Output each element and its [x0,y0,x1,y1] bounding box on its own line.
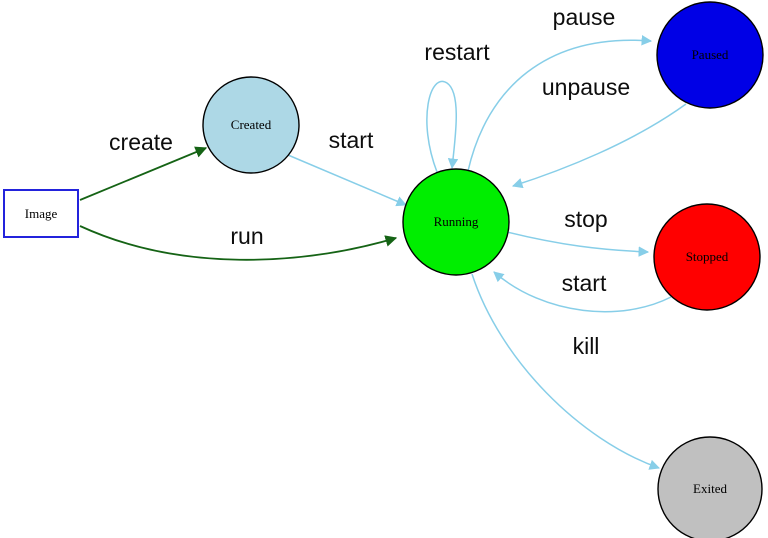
node-stopped[interactable]: Stopped [653,203,761,311]
edge-label-unpause: unpause [542,74,630,100]
node-exited-label: Exited [693,481,727,496]
node-image-label: Image [25,206,58,221]
node-stopped-shape [653,203,761,311]
node-running[interactable]: Running [402,168,510,276]
edge-start-stopped[interactable] [493,271,672,313]
edge-run[interactable] [79,225,398,261]
node-paused-label: Paused [692,47,729,62]
node-created[interactable]: Created [202,76,300,174]
node-created-label: Created [231,117,272,132]
edge-pause[interactable] [467,35,653,172]
edge-label-restart: restart [424,39,490,65]
edge-restart[interactable] [426,80,459,173]
node-created-shape [202,76,300,174]
node-exited-shape [657,436,763,538]
edge-kill[interactable] [471,273,660,470]
node-stopped-label: Stopped [686,249,729,264]
node-image-shape [3,189,79,238]
edges-layer [79,35,687,470]
node-exited[interactable]: Exited [657,436,763,538]
edge-stop[interactable] [506,231,650,257]
edge-label-start-stopped: start [562,270,607,296]
node-image[interactable]: Image [3,189,79,238]
edge-start-created[interactable] [287,154,407,207]
edge-label-stop: stop [564,206,607,232]
edge-label-start-created: start [329,127,374,153]
node-running-label: Running [434,214,479,229]
edge-label-kill: kill [573,333,600,359]
node-paused-shape [656,1,764,109]
edge-unpause[interactable] [511,103,687,189]
edge-labels-layer: create run start restart pause unpause s… [109,4,630,359]
edge-label-create: create [109,129,173,155]
edge-create[interactable] [79,146,208,201]
edge-label-pause: pause [553,4,616,30]
node-running-shape [402,168,510,276]
edge-label-run: run [230,223,263,249]
node-paused[interactable]: Paused [656,1,764,109]
nodes-layer: Image Created Running Paused Stopped Exi [3,1,764,538]
